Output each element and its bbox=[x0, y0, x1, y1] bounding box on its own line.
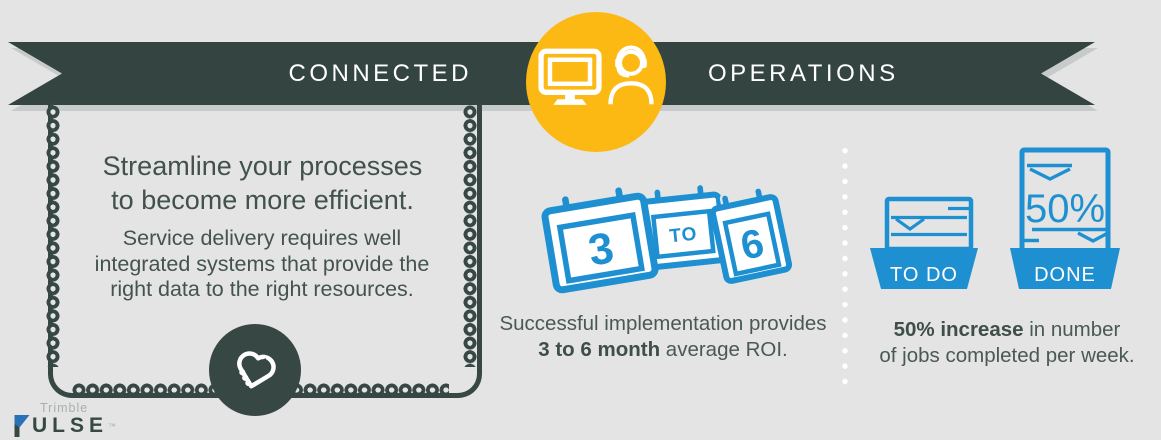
calendar-middle-label: TO bbox=[668, 224, 698, 248]
logo-wordmark: ULSE ™ bbox=[12, 415, 122, 437]
logo-p-glyph bbox=[14, 415, 30, 437]
todo-tray-label: TO DO bbox=[890, 264, 958, 286]
jobs-caption-line1: 50% increase in number bbox=[857, 317, 1157, 343]
heading-line2: to become more efficient. bbox=[111, 185, 414, 215]
connected-operations-badge bbox=[526, 12, 666, 152]
jobs-caption-line2: of jobs completed per week. bbox=[879, 344, 1135, 367]
todo-tray-icon bbox=[870, 248, 978, 289]
heading-line1: Streamline your processes bbox=[102, 151, 423, 181]
roi-caption: Successful implementation provides 3 to … bbox=[485, 311, 841, 363]
handshake-icon bbox=[237, 351, 276, 389]
ribbon-title-right: OPERATIONS bbox=[708, 60, 899, 87]
ribbon-title-left: CONNECTED bbox=[288, 60, 472, 87]
body-line1: Service delivery requires well bbox=[122, 226, 402, 250]
headset-agent-icon bbox=[608, 45, 654, 105]
calendar-3-to-6-graphic: TO 6 3 bbox=[541, 182, 793, 294]
roi-caption-line1: Successful implementation provides bbox=[499, 312, 827, 335]
chain-border-left bbox=[46, 105, 60, 367]
section-divider-dots bbox=[842, 143, 848, 388]
trimble-pulse-logo: Trimble ULSE ™ bbox=[12, 401, 122, 437]
calendar-6-icon: 6 bbox=[709, 186, 793, 284]
jobs-caption-bold: 50% increase bbox=[893, 318, 1024, 341]
partnership-medallion bbox=[209, 324, 301, 416]
todo-done-trays-graphic: 50% TO DO DONE bbox=[870, 147, 1120, 289]
chain-border-right bbox=[463, 105, 477, 367]
done-tray-label: DONE bbox=[1034, 264, 1096, 286]
logo-trademark: ™ bbox=[108, 422, 117, 431]
jobs-caption: 50% increase in number of jobs completed… bbox=[857, 317, 1157, 369]
panel-body: Service delivery requires well integrate… bbox=[68, 226, 456, 303]
roi-caption-line2: 3 to 6 month average ROI. bbox=[485, 337, 841, 363]
roi-caption-bold: 3 to 6 month bbox=[538, 338, 661, 361]
done-paper-value: 50% bbox=[1025, 187, 1105, 231]
jobs-caption-rest: in number bbox=[1023, 318, 1121, 341]
logo-product-text: ULSE bbox=[32, 414, 109, 437]
done-tray-icon bbox=[1010, 248, 1120, 289]
body-line3: right data to the right resources. bbox=[110, 277, 414, 301]
calendar-3-icon: 3 bbox=[541, 185, 659, 294]
monitor-icon bbox=[538, 48, 602, 105]
logo-brand-text: Trimble bbox=[40, 401, 89, 415]
roi-caption-rest: average ROI. bbox=[660, 338, 788, 361]
panel-heading: Streamline your processes to become more… bbox=[75, 149, 450, 217]
todo-paper-icon bbox=[884, 196, 974, 252]
body-line2: integrated systems that provide the bbox=[94, 251, 430, 276]
